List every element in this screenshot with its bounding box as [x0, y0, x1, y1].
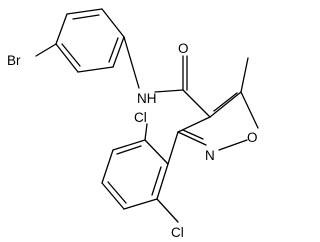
bond-methyl — [240, 57, 249, 93]
structure-diagram: Br NH O N O Cl Cl — [7, 8, 259, 240]
bond-n-c3-inner — [182, 129, 204, 140]
bromophenyl-ring — [55, 8, 125, 73]
atom-label-o-ring: O — [247, 130, 258, 145]
bond-c3-c4 — [177, 116, 211, 133]
double-bond-inner — [108, 37, 119, 63]
bond-c-cl-bottom — [156, 198, 179, 223]
double-bond-inner — [61, 43, 81, 67]
bond-c5-o — [240, 91, 259, 129]
double-bond-inner — [151, 166, 162, 196]
isoxazole-ring — [177, 91, 259, 151]
double-bond-inner — [116, 145, 142, 155]
bond — [156, 163, 169, 200]
bond-c4-c5 — [209, 91, 242, 118]
molecule-canvas: Br NH O N O Cl Cl — [7, 8, 259, 240]
bond — [55, 43, 79, 73]
bond — [112, 36, 125, 68]
double-bond-inner — [107, 181, 127, 204]
bond — [182, 89, 211, 118]
bond-n-c3 — [177, 131, 207, 146]
bond-c-br — [35, 43, 57, 57]
atom-label-n-ring: N — [205, 148, 215, 163]
atom-label-nh: NH — [137, 91, 157, 106]
atom-label-o-carbonyl: O — [178, 41, 189, 56]
atom-label-cl-top: Cl — [134, 110, 147, 125]
bond-c4-c5-inner — [213, 92, 238, 112]
atom-label-cl-bottom: Cl — [171, 225, 184, 240]
bond — [123, 198, 158, 210]
bond — [77, 66, 114, 73]
bond — [101, 182, 125, 210]
dichlorophenyl-ring — [101, 139, 169, 210]
bond-o-n — [218, 139, 248, 151]
bond — [167, 131, 179, 165]
bond-c-n — [123, 36, 140, 89]
bond — [101, 8, 125, 38]
bond — [144, 139, 169, 165]
atom-label-br: Br — [7, 53, 21, 68]
bond — [112, 139, 146, 151]
bond-n-c — [154, 89, 184, 93]
double-bond-inner — [72, 14, 100, 20]
bond — [101, 149, 114, 184]
bond — [66, 8, 103, 15]
bond-c-cl-top — [144, 123, 148, 141]
bond — [55, 13, 68, 45]
